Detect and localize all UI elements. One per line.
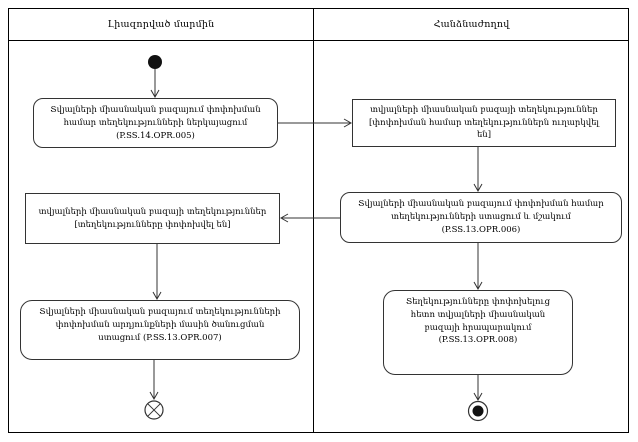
- swimlane-header-authorized-body: Լիազորված մարմին: [107, 18, 215, 30]
- action-publish-database-after-change: Տեղեկությունները փոփոխելուց հետո տվյալնե…: [383, 290, 573, 375]
- object-state-info-sent: տվյալների միասնական բազայի տեղեկությունն…: [352, 99, 616, 147]
- swimlane-header-commission: Հանձնաժողով: [433, 18, 510, 30]
- action-submit-change-info: Տվյալների միասնական բազայում փոփոխման հա…: [33, 98, 278, 148]
- swimlane-divider: [313, 8, 314, 433]
- action-receive-and-process-info: Տվյալների միասնական բազայում փոփոխման հա…: [340, 192, 622, 243]
- header-divider: [8, 40, 629, 41]
- object-state-info-changed: տվյալների միասնական բազայի տեղեկությունն…: [25, 193, 280, 244]
- action-receive-change-result-notification: Տվյալների միասնական բազայում տեղեկությու…: [20, 300, 300, 360]
